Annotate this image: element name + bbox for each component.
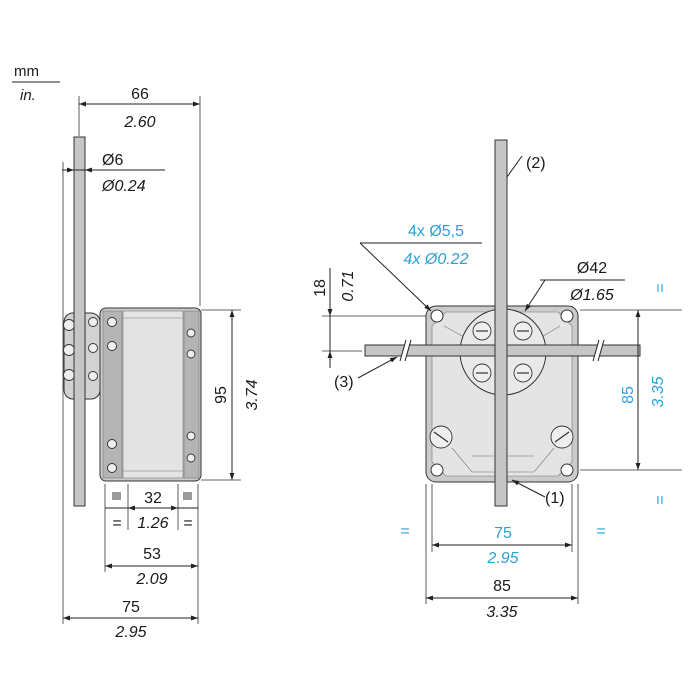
- mounting-hole: [560, 463, 574, 477]
- hub-knob: [88, 343, 98, 353]
- body-edge: [443, 325, 467, 339]
- break-gap: [400, 340, 411, 361]
- equal-mark-bottom: =: [652, 495, 669, 504]
- body-left-strip: [102, 310, 123, 479]
- screw-icon: [107, 341, 117, 351]
- dim-top-width-mm: 66: [131, 86, 149, 103]
- mounting-hole: [430, 463, 444, 477]
- screw-icon: [186, 328, 196, 338]
- screw-icon: [186, 453, 196, 463]
- screw-slot: [554, 431, 570, 443]
- dim-offset-mm: 18: [312, 279, 329, 297]
- dim-center-mm: 32: [144, 490, 162, 507]
- dim-vertical-in: 3.35: [650, 376, 667, 407]
- callout-3: (3): [334, 374, 354, 391]
- dim-head-in: Ø1.65: [569, 287, 614, 304]
- mounting-hole: [430, 309, 444, 323]
- switch-body-side: [99, 307, 202, 482]
- hub-knob: [63, 319, 75, 331]
- dim-offset-in: 0.71: [340, 270, 357, 301]
- front-view: (2) (3) (1) 4x Ø5,5 4x Ø0.22 18 0.71 Ø42…: [312, 139, 682, 621]
- hub-knob: [63, 369, 75, 381]
- break-mark: [592, 339, 600, 362]
- equal-mark-left: =: [112, 515, 121, 532]
- dim-center-in: 1.26: [137, 515, 168, 532]
- mounting-hole: [560, 309, 574, 323]
- dim-holes-leader: [359, 242, 432, 312]
- units-legend: mm in.: [12, 63, 60, 104]
- dim-holes-mm: 4x Ø5,5: [408, 223, 464, 240]
- callout-1-leader: [511, 479, 546, 498]
- callout-2-leader: [506, 155, 523, 178]
- dim-body-in: 2.09: [135, 571, 167, 588]
- hub-knob: [88, 317, 98, 327]
- hub-knob: [88, 371, 98, 381]
- hub-knob: [63, 344, 75, 356]
- dim-head-mm: Ø42: [577, 260, 607, 277]
- break-mark: [597, 339, 605, 362]
- body-center-band: [122, 310, 184, 479]
- dim-head-leader: [524, 279, 546, 312]
- equal-mark-left: =: [400, 523, 409, 540]
- lever-rod: [73, 136, 86, 507]
- screw-icon: [107, 439, 117, 449]
- unit-mm-label: mm: [14, 63, 39, 80]
- callout-2: (2): [526, 155, 546, 172]
- equal-mark: [183, 492, 192, 500]
- unit-in-label: in.: [20, 87, 36, 104]
- equal-mark-top: =: [652, 283, 669, 292]
- dim-top-width-in: 2.60: [123, 114, 155, 131]
- break-gap: [593, 340, 604, 361]
- dim-vertical-mm: 85: [620, 386, 637, 404]
- dim-hole-spacing-in: 2.95: [486, 550, 518, 567]
- dim-width-mm: 85: [493, 578, 511, 595]
- screw-icon: [107, 317, 117, 327]
- dim-width-in: 3.35: [486, 604, 517, 621]
- dim-overall-mm: 75: [122, 599, 140, 616]
- screw-icon: [186, 431, 196, 441]
- callout-3-leader: [357, 356, 398, 379]
- break-mark: [399, 339, 407, 362]
- equal-mark: [112, 492, 121, 500]
- screw-icon: [107, 463, 117, 473]
- screw-slot: [433, 431, 449, 443]
- callout-1: (1): [545, 490, 565, 507]
- dim-holes-in: 4x Ø0.22: [404, 251, 469, 268]
- break-mark: [404, 339, 412, 362]
- equal-mark-right: =: [596, 523, 605, 540]
- equal-mark-right: =: [183, 515, 192, 532]
- dim-height-mm: 95: [213, 386, 230, 404]
- screw-icon: [186, 349, 196, 359]
- dim-height-in: 3.74: [244, 379, 261, 410]
- dim-overall-in: 2.95: [114, 624, 146, 641]
- dim-body-mm: 53: [143, 546, 161, 563]
- dim-hole-spacing-mm: 75: [494, 525, 512, 542]
- side-view: 66 2.60 Ø6 Ø0.24 95 3.74 32 = 1.26 = 53 …: [62, 86, 261, 641]
- dim-rod-in: Ø0.24: [101, 178, 146, 195]
- dim-rod-mm: Ø6: [102, 152, 123, 169]
- vertical-rod: [494, 139, 508, 507]
